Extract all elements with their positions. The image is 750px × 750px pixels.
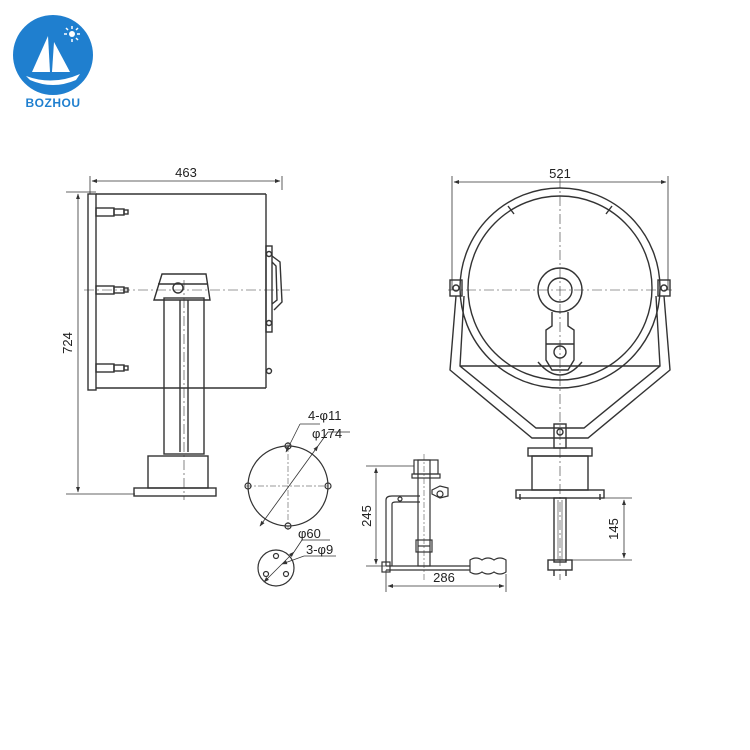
brand-name: BOZHOU [25, 96, 81, 110]
small-flange-detail [257, 539, 336, 587]
front-view [448, 176, 672, 580]
side-view [66, 176, 290, 500]
dim-flange-holes: 4-φ11 [308, 408, 341, 423]
handle-detail [366, 454, 507, 592]
dim-side-width: 463 [175, 165, 197, 180]
dim-flange-diameter: φ174 [312, 426, 342, 441]
dim-small-flange-holes: 3-φ9 [306, 542, 333, 557]
dim-front-width: 521 [549, 166, 571, 181]
dimension-labels: 463 724 521 4-φ11 φ174 φ60 3-φ9 245 286 … [60, 165, 621, 585]
sail-boat-logo-icon [13, 15, 93, 95]
dim-shaft-length: 145 [606, 518, 621, 540]
dim-handle-length: 286 [433, 570, 455, 585]
brand-logo: BOZHOU [12, 14, 94, 112]
dim-small-flange-diameter: φ60 [298, 526, 321, 541]
dim-handle-height: 245 [359, 505, 374, 527]
dim-side-height: 724 [60, 332, 75, 354]
flange-detail [244, 423, 350, 530]
